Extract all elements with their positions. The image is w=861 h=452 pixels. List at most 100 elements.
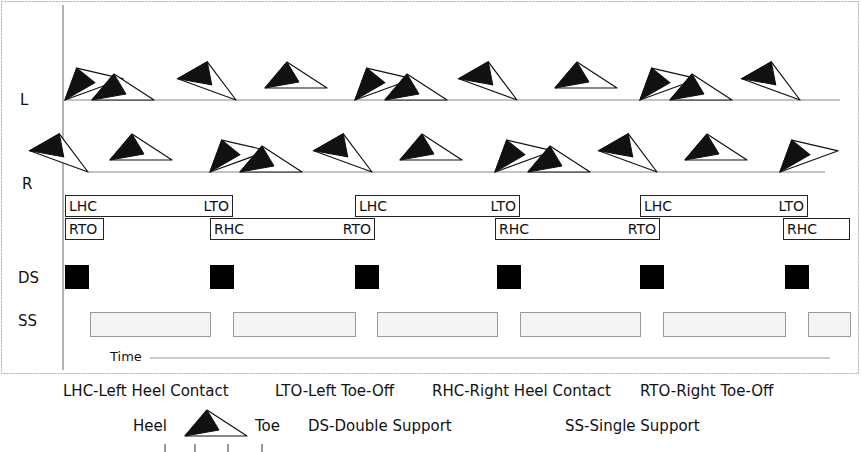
foot-outline xyxy=(670,74,732,100)
foot-outline xyxy=(400,134,462,160)
foot-outline xyxy=(30,126,97,172)
heel-wedge xyxy=(555,62,589,88)
foot-symbol xyxy=(528,146,590,172)
event-label: RTO xyxy=(628,222,656,236)
heel-wedge xyxy=(240,146,274,172)
legend-text: RHC-Right Heel Contact xyxy=(432,383,611,400)
foot-symbol xyxy=(265,62,327,88)
heel-wedge xyxy=(56,64,97,100)
single-support-bar xyxy=(378,313,498,337)
foot-symbol xyxy=(670,74,732,100)
event-bar: LHCLTO xyxy=(355,195,520,217)
legend-text: LHC-Left Heel Contact xyxy=(63,383,229,400)
legend-text: Heel xyxy=(133,418,167,435)
heel-wedge xyxy=(685,134,719,160)
heel-wedge xyxy=(265,62,299,88)
time-line xyxy=(150,358,830,359)
double-support-mark xyxy=(355,265,379,289)
foot-symbol xyxy=(771,126,838,172)
double-support-mark xyxy=(497,265,521,289)
foot-symbol xyxy=(110,134,172,160)
foot-outline xyxy=(771,126,838,172)
legend-tick xyxy=(165,444,166,452)
heel-wedge xyxy=(528,146,562,172)
heel-wedge xyxy=(346,64,387,100)
event-label: RTO xyxy=(343,222,371,236)
event-bar: RHC xyxy=(783,218,850,240)
double-support-mark xyxy=(640,265,664,289)
axis-label: Time xyxy=(110,350,142,364)
foot-outline xyxy=(92,74,154,100)
heel-wedge xyxy=(771,136,812,172)
foot-symbol xyxy=(385,74,447,100)
legend-text: LTO-Left Toe-Off xyxy=(275,383,394,400)
event-label: LTO xyxy=(491,199,516,213)
foot-symbol xyxy=(178,54,245,100)
foot-outline xyxy=(528,146,590,172)
single-support-bar xyxy=(234,313,356,337)
foot-outline xyxy=(240,146,302,172)
single-support-bar xyxy=(91,313,211,337)
event-label: LHC xyxy=(644,199,672,213)
foot-symbol xyxy=(240,146,302,172)
event-label: LHC xyxy=(69,199,97,213)
row-label: DS xyxy=(18,270,39,287)
time-axis-start xyxy=(63,5,64,370)
foot-outline xyxy=(185,410,247,436)
legend-text: SS-Single Support xyxy=(565,418,700,435)
foot-outline xyxy=(178,54,245,100)
event-label: LTO xyxy=(204,199,229,213)
heel-wedge xyxy=(599,126,640,162)
legend-tick xyxy=(262,444,263,452)
single-support-bar xyxy=(521,313,641,337)
heel-wedge xyxy=(110,134,144,160)
legend-text: DS-Double Support xyxy=(308,418,452,435)
heel-wedge xyxy=(670,74,704,100)
foot-outline xyxy=(110,134,172,160)
foot-symbol xyxy=(30,126,97,172)
heel-wedge xyxy=(459,54,500,90)
heel-wedge xyxy=(631,64,672,100)
event-label: RTO xyxy=(69,222,97,236)
legend-tick xyxy=(228,444,229,452)
foot-outline xyxy=(685,134,747,160)
double-support-mark xyxy=(785,265,809,289)
foot-symbol xyxy=(599,126,666,172)
foot-outline xyxy=(265,62,327,88)
double-support-mark xyxy=(65,265,89,289)
heel-wedge xyxy=(486,136,527,172)
event-label: RHC xyxy=(787,222,817,236)
heel-wedge xyxy=(314,126,355,162)
foot-outline xyxy=(314,126,381,172)
event-label: LTO xyxy=(779,199,804,213)
legend-text: RTO-Right Toe-Off xyxy=(640,383,773,400)
foot-symbol xyxy=(185,410,247,436)
heel-wedge xyxy=(30,126,71,162)
heel-wedge xyxy=(742,54,783,90)
foot-symbol xyxy=(314,126,381,172)
heel-wedge xyxy=(92,74,126,100)
heel-wedge xyxy=(385,74,419,100)
foot-outline xyxy=(459,54,526,100)
heel-wedge xyxy=(201,136,242,172)
event-bar: RHCRTO xyxy=(495,218,660,240)
event-bar: RTO xyxy=(65,218,104,240)
legend-tick xyxy=(195,444,196,452)
foot-symbol xyxy=(555,62,617,88)
single-support-bar xyxy=(809,313,851,337)
event-bar: RHCRTO xyxy=(210,218,375,240)
event-bar: LHC LTO xyxy=(65,195,233,217)
event-bar: LHC LTO xyxy=(640,195,808,217)
double-support-mark xyxy=(210,265,234,289)
foot-outline xyxy=(555,62,617,88)
figure-frame xyxy=(2,2,859,374)
heel-wedge xyxy=(185,410,219,436)
foot-outline xyxy=(385,74,447,100)
right-ground-line xyxy=(88,172,825,173)
foot-outline xyxy=(599,126,666,172)
foot-symbol xyxy=(459,54,526,100)
foot-symbol xyxy=(92,74,154,100)
foot-symbol xyxy=(685,134,747,160)
single-support-bar xyxy=(664,313,786,337)
